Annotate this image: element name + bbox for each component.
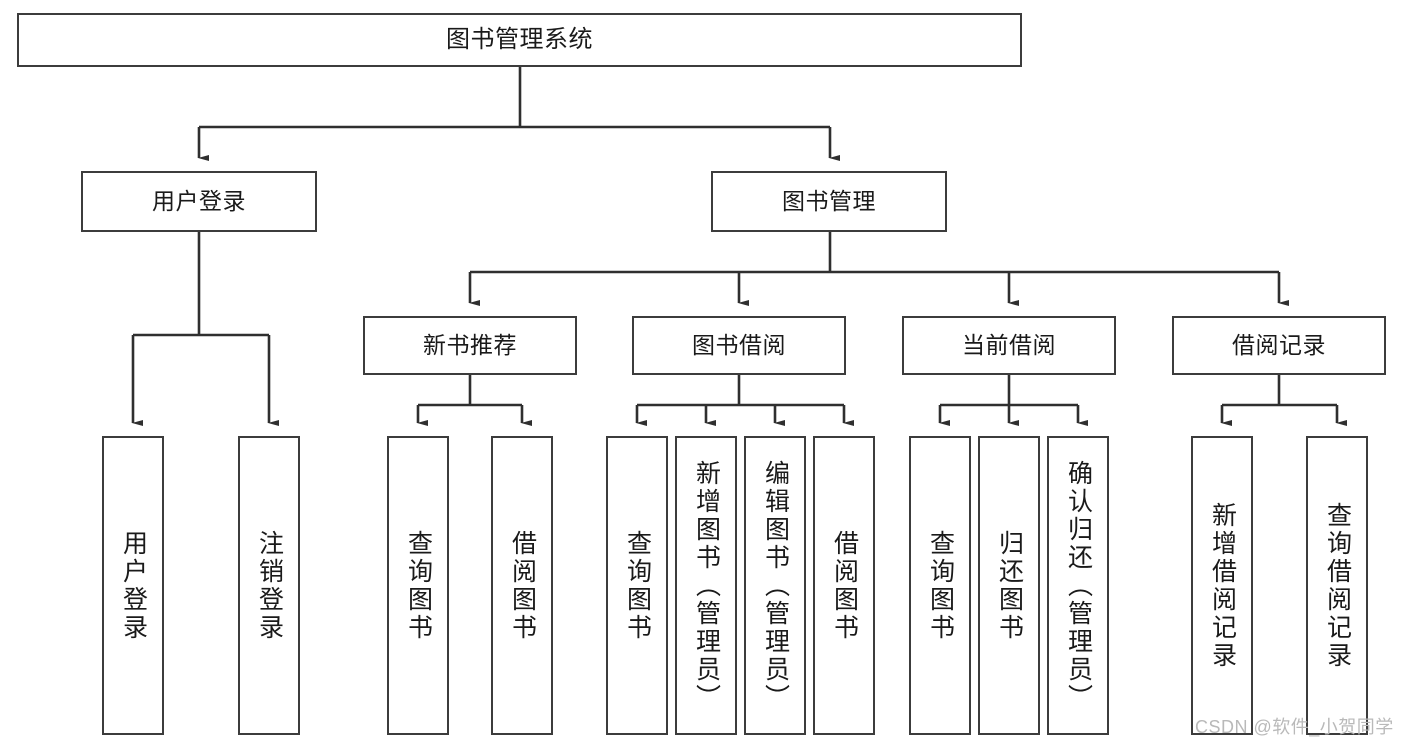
node-label: 新增图书（管理员） (692, 459, 721, 712)
node-label: 图书管理系统 (446, 25, 593, 53)
node-label: 归还图书 (995, 529, 1024, 642)
node-label: 查询借阅记录 (1323, 501, 1352, 670)
node-label: 借阅图书 (830, 529, 859, 642)
node-leaf-newbooks-query-book[interactable]: 查询图书 (387, 436, 449, 735)
node-label: 编辑图书（管理员） (761, 459, 790, 712)
node-label: 查询图书 (404, 529, 433, 642)
node-leaf-borrow-add-book-admin[interactable]: 新增图书（管理员） (675, 436, 737, 735)
node-label: 图书管理 (782, 187, 876, 214)
node-leaf-borrow-query-book[interactable]: 查询图书 (606, 436, 668, 735)
node-leaf-current-confirm-return-admin[interactable]: 确认归还（管理员） (1047, 436, 1109, 735)
node-book-borrow[interactable]: 图书借阅 (632, 316, 846, 375)
node-leaf-user-logout[interactable]: 注销登录 (238, 436, 300, 735)
node-leaf-records-add-record[interactable]: 新增借阅记录 (1191, 436, 1253, 735)
node-label: 新增借阅记录 (1208, 501, 1237, 670)
node-leaf-records-query-record[interactable]: 查询借阅记录 (1306, 436, 1368, 735)
node-leaf-user-login[interactable]: 用户登录 (102, 436, 164, 735)
node-leaf-current-query-book[interactable]: 查询图书 (909, 436, 971, 735)
node-label: 注销登录 (255, 529, 284, 642)
node-user-login[interactable]: 用户登录 (81, 171, 317, 232)
node-label: 新书推荐 (423, 331, 517, 358)
node-leaf-newbooks-borrow-book[interactable]: 借阅图书 (491, 436, 553, 735)
node-label: 用户登录 (152, 187, 246, 214)
node-label: 当前借阅 (962, 331, 1056, 358)
node-leaf-borrow-borrow-book[interactable]: 借阅图书 (813, 436, 875, 735)
node-current-borrow[interactable]: 当前借阅 (902, 316, 1116, 375)
node-leaf-current-return-book[interactable]: 归还图书 (978, 436, 1040, 735)
node-label: 借阅记录 (1232, 331, 1326, 358)
node-label: 确认归还（管理员） (1064, 459, 1093, 712)
node-leaf-borrow-edit-book-admin[interactable]: 编辑图书（管理员） (744, 436, 806, 735)
node-label: 图书借阅 (692, 331, 786, 358)
node-label: 查询图书 (623, 529, 652, 642)
node-new-book-recommend[interactable]: 新书推荐 (363, 316, 577, 375)
node-book-management[interactable]: 图书管理 (711, 171, 947, 232)
node-root-system[interactable]: 图书管理系统 (17, 13, 1022, 67)
node-label: 用户登录 (119, 529, 148, 642)
node-label: 借阅图书 (508, 529, 537, 642)
node-label: 查询图书 (926, 529, 955, 642)
node-borrow-records[interactable]: 借阅记录 (1172, 316, 1386, 375)
